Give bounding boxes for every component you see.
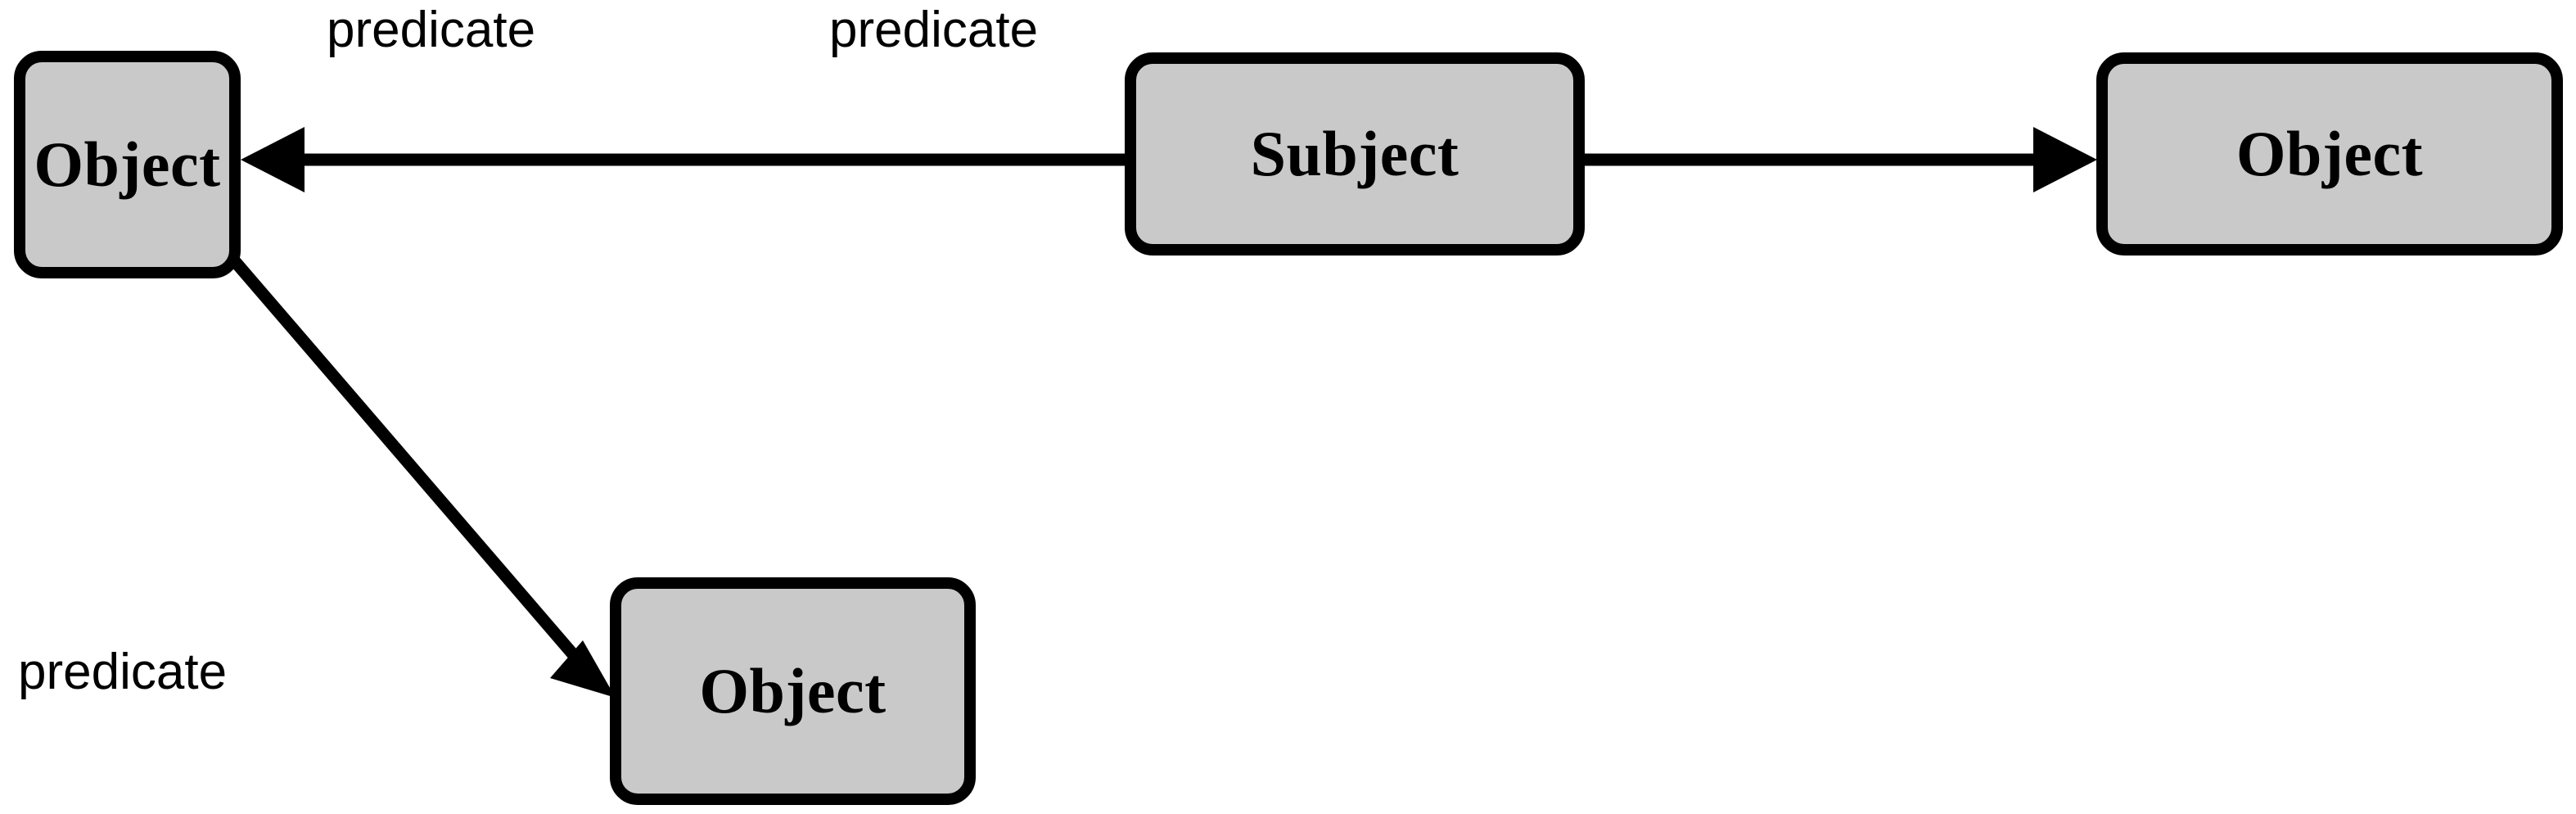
arrowhead-right bbox=[2033, 127, 2097, 192]
node-object-right-label: Object bbox=[2235, 118, 2424, 189]
node-subject-label: Subject bbox=[1250, 118, 1459, 189]
edge-subject-to-object-right bbox=[1585, 127, 2097, 192]
edge-label-predicate-right: predicate bbox=[829, 2, 1039, 58]
node-object-right[interactable]: Object bbox=[2096, 52, 2563, 256]
node-object-bottom[interactable]: Object bbox=[610, 577, 976, 805]
edge-label-predicate-bottom: predicate bbox=[18, 644, 228, 700]
arrowhead-diagonal bbox=[550, 640, 616, 698]
node-object-bottom-label: Object bbox=[699, 655, 886, 726]
node-object-left[interactable]: Object bbox=[14, 51, 241, 278]
node-subject[interactable]: Subject bbox=[1125, 52, 1585, 256]
node-object-left-label: Object bbox=[34, 129, 221, 200]
arrowhead-left bbox=[241, 127, 305, 192]
edge-subject-to-object-left bbox=[241, 127, 1125, 192]
edge-label-predicate-left: predicate bbox=[327, 2, 536, 58]
